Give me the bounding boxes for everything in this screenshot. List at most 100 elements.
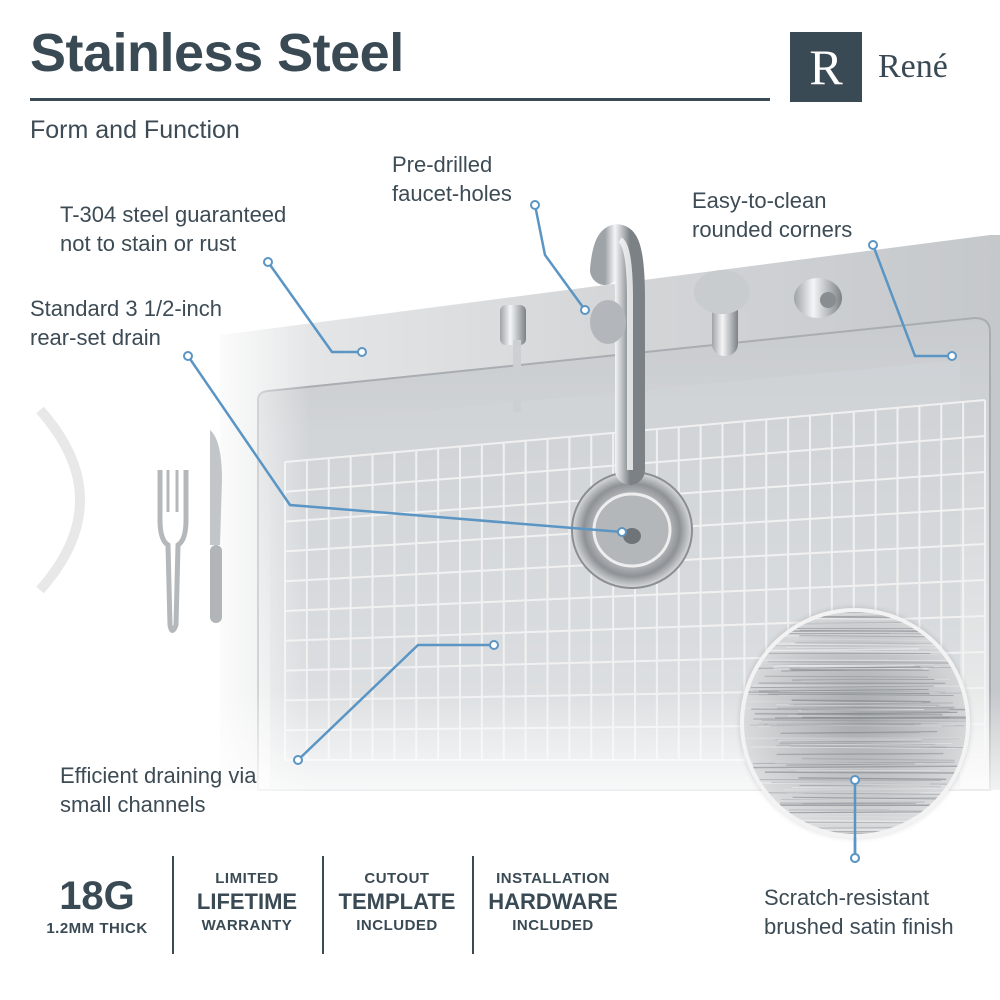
brush-stroke xyxy=(800,732,920,734)
brand-name: René xyxy=(878,48,948,85)
spec-template-bottom: INCLUDED xyxy=(356,917,438,934)
spec-hardware-main: HARDWARE xyxy=(488,889,618,914)
spec-divider xyxy=(472,856,474,954)
brush-stroke xyxy=(795,642,945,645)
leader-dot xyxy=(947,351,957,361)
brush-stroke xyxy=(749,765,958,769)
brush-stroke xyxy=(750,778,942,781)
brush-stroke xyxy=(791,699,931,703)
brush-stroke xyxy=(767,660,956,664)
callout-steel: T-304 steel guaranteed not to stain or r… xyxy=(60,200,286,258)
brush-stroke xyxy=(751,642,965,645)
brush-stroke xyxy=(783,787,958,791)
brush-stroke xyxy=(744,649,965,654)
brush-stroke xyxy=(781,668,923,672)
spec-warranty-main: LIFETIME xyxy=(196,889,298,914)
leader-channels xyxy=(297,643,494,761)
callout-drain-line1: Standard 3 1/2-inch xyxy=(30,296,223,321)
brush-stroke xyxy=(751,746,957,749)
callout-channels: Efficient draining via small channels xyxy=(60,761,257,819)
spec-strip: 18G 1.2MM THICK LIMITED LIFETIME WARRANT… xyxy=(0,850,640,960)
brush-stroke xyxy=(761,719,966,722)
brush-stroke xyxy=(801,823,920,825)
brush-stroke xyxy=(751,708,966,711)
brush-stroke xyxy=(771,782,948,785)
spec-gauge: 18G 1.2MM THICK xyxy=(22,850,172,954)
leader-dot xyxy=(868,240,878,250)
brush-stroke xyxy=(761,643,953,646)
callout-corners-line1: Easy-to-clean xyxy=(692,188,827,213)
knife xyxy=(210,430,222,623)
brush-stroke xyxy=(761,663,962,666)
page-title: Stainless Steel xyxy=(30,23,404,83)
soap-dispenser xyxy=(500,305,526,412)
leader-dot xyxy=(530,200,540,210)
brush-stroke xyxy=(764,771,966,774)
brush-stroke xyxy=(745,701,922,703)
brush-stroke xyxy=(745,691,930,695)
brush-stroke xyxy=(786,647,956,649)
brush-stroke xyxy=(775,762,926,764)
spec-warranty-top: LIMITED xyxy=(215,870,279,887)
brush-stroke xyxy=(787,767,966,769)
callout-channels-line1: Efficient draining via xyxy=(60,763,257,788)
brush-stroke xyxy=(744,707,949,711)
brush-stroke xyxy=(780,731,938,734)
callout-drain: Standard 3 1/2-inch rear-set drain xyxy=(30,294,222,352)
leader-dot xyxy=(489,640,499,650)
brush-stroke xyxy=(778,690,935,694)
brush-stroke xyxy=(776,704,936,707)
leader-dot xyxy=(293,755,303,765)
brush-stroke xyxy=(774,738,960,740)
spec-template-main: TEMPLATE xyxy=(338,889,456,914)
leader-steel xyxy=(266,261,362,354)
fork xyxy=(157,470,189,633)
callout-faucet: Pre-drilled faucet-holes xyxy=(392,150,512,208)
brush-stroke xyxy=(791,785,956,789)
brush-stroke xyxy=(779,812,939,815)
leader-dot xyxy=(263,257,273,267)
callout-channels-line2: small channels xyxy=(60,792,206,817)
spec-gauge-value: 18G xyxy=(59,874,135,918)
brush-stroke xyxy=(790,745,966,748)
callout-steel-line1: T-304 steel guaranteed xyxy=(60,202,287,227)
brush-stroke xyxy=(786,763,915,766)
brush-stroke xyxy=(764,724,921,726)
brush-stroke xyxy=(802,757,955,761)
brush-stroke xyxy=(751,782,931,785)
faucet-handle xyxy=(694,270,750,356)
brush-stroke xyxy=(777,723,921,726)
rack-wire xyxy=(284,579,986,612)
leader-faucet xyxy=(533,204,587,311)
callout-finish: Scratch-resistant brushed satin finish xyxy=(764,883,954,941)
brush-stroke xyxy=(748,745,931,748)
brand-monogram: R xyxy=(809,39,843,95)
brush-stroke xyxy=(789,702,954,705)
brush-stroke xyxy=(753,716,950,720)
brand-logo: R René xyxy=(790,32,970,102)
brush-stroke xyxy=(798,777,947,780)
leader-drain xyxy=(186,355,623,534)
leader-dot xyxy=(617,527,627,537)
spec-warranty: LIMITED LIFETIME WARRANTY xyxy=(172,850,322,954)
brush-stroke xyxy=(753,761,955,765)
spec-hardware-bottom: INCLUDED xyxy=(512,917,594,934)
callout-drain-line2: rear-set drain xyxy=(30,325,161,350)
brush-stroke xyxy=(758,688,929,692)
brush-stroke xyxy=(776,745,947,748)
faucet xyxy=(590,224,645,485)
leader-corners xyxy=(871,244,952,358)
brand-monogram-box: R xyxy=(790,32,862,102)
spec-divider xyxy=(172,856,174,954)
drain xyxy=(571,471,693,589)
brush-stroke xyxy=(777,706,955,710)
spec-template: CUTOUT TEMPLATE INCLUDED xyxy=(322,850,472,954)
brush-stroke xyxy=(773,634,940,638)
brush-stroke xyxy=(774,667,930,671)
callout-faucet-line1: Pre-drilled xyxy=(392,152,493,177)
title-underline xyxy=(30,98,770,101)
callout-corners: Easy-to-clean rounded corners xyxy=(692,186,852,244)
spec-hardware: INSTALLATION HARDWARE INCLUDED xyxy=(478,850,628,954)
spec-warranty-bottom: WARRANTY xyxy=(201,917,293,934)
callout-finish-line1: Scratch-resistant xyxy=(764,885,930,910)
